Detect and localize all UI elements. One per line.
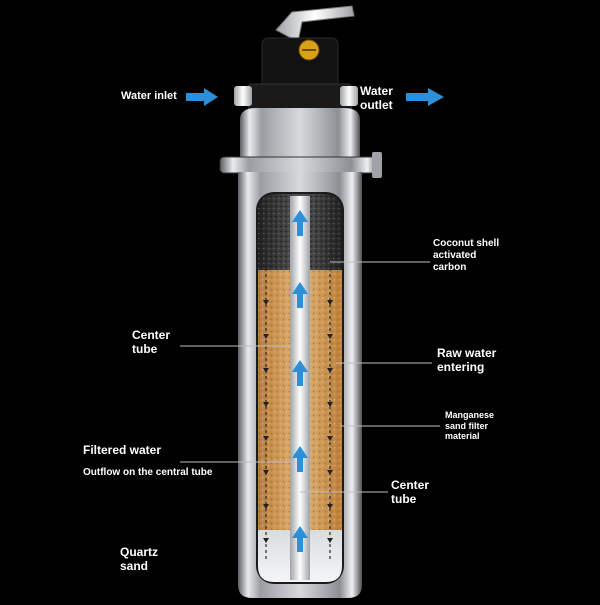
label-filtered-water: Filtered water (83, 443, 162, 457)
label-water-inlet: Water inlet (121, 90, 177, 102)
label-outflow: Outflow on the central tube (83, 467, 213, 478)
flow-down-arrow-icon (327, 470, 333, 475)
flow-down-arrow-icon (327, 402, 333, 407)
flow-down-arrow-icon (327, 368, 333, 373)
label-center-tube-left: Center tube (132, 328, 170, 356)
label-manganese-line-1: Manganese (445, 410, 495, 420)
label-center-tube-right-line-2: tube (391, 492, 417, 507)
label-manganese-line-2: sand filter (445, 420, 489, 431)
inlet-port (234, 86, 252, 106)
flow-up-arrow-icon (292, 446, 308, 472)
outlet-port (340, 86, 358, 106)
flow-down-arrow-icon (327, 334, 333, 339)
housing-top (240, 108, 360, 160)
housing-clamp (219, 156, 381, 174)
outlet-arrow-icon (406, 88, 444, 106)
flow-down-arrow-icon (263, 538, 269, 543)
filter-cutaway (256, 192, 344, 584)
flow-down-arrows (263, 214, 333, 560)
flow-up-arrow-icon (292, 526, 308, 552)
label-water-outlet: Water outlet (360, 84, 393, 112)
label-raw-water-line-1: Raw water (437, 346, 497, 360)
flow-down-arrow-icon (327, 504, 333, 509)
center-tube (290, 196, 310, 580)
flow-down-arrow-icon (263, 300, 269, 305)
flow-up-arrow-icon (292, 282, 308, 308)
label-center-tube-right: Center tube (391, 478, 429, 506)
valve-head (234, 5, 358, 111)
label-water-outlet-line-1: Water (360, 84, 393, 98)
label-coconut-carbon: Coconut shell activated carbon (433, 238, 499, 273)
flow-down-arrow-icon (263, 368, 269, 373)
label-quartz-line-1: Quartz (120, 545, 159, 559)
flow-down-arrow-icon (327, 538, 333, 543)
label-manganese: Manganese sand filter material (445, 410, 494, 442)
label-raw-water-line-2: entering (437, 360, 485, 375)
flow-up-arrows (292, 210, 308, 552)
flow-down-arrow-icon (327, 300, 333, 305)
flow-down-arrow-icon (263, 504, 269, 509)
label-coconut-line-3: carbon (433, 261, 467, 273)
flow-down-arrow-icon (263, 402, 269, 407)
label-manganese-line-3: material (445, 431, 480, 442)
flow-down-arrow-icon (327, 436, 333, 441)
label-water-outlet-line-2: outlet (360, 98, 393, 113)
valve-handle (275, 5, 355, 43)
label-center-tube-right-line-1: Center (391, 478, 430, 492)
label-coconut-line-1: Coconut shell (433, 238, 500, 249)
label-quartz-sand: Quartz sand (120, 545, 158, 573)
flow-up-arrow-icon (292, 210, 308, 236)
flow-down-arrow-icon (263, 470, 269, 475)
flow-down-arrow-icon (263, 334, 269, 339)
flow-down-arrow-icon (263, 436, 269, 441)
label-coconut-line-2: activated (433, 249, 477, 261)
label-quartz-line-2: sand (120, 559, 149, 574)
label-center-tube-left-line-2: tube (132, 342, 158, 357)
label-center-tube-left-line-1: Center (132, 328, 171, 342)
label-raw-water: Raw water entering (437, 346, 496, 374)
valve-base (247, 83, 353, 111)
inlet-arrow-icon (186, 88, 218, 106)
leader-lines (180, 261, 440, 493)
flow-up-arrow-icon (292, 360, 308, 386)
